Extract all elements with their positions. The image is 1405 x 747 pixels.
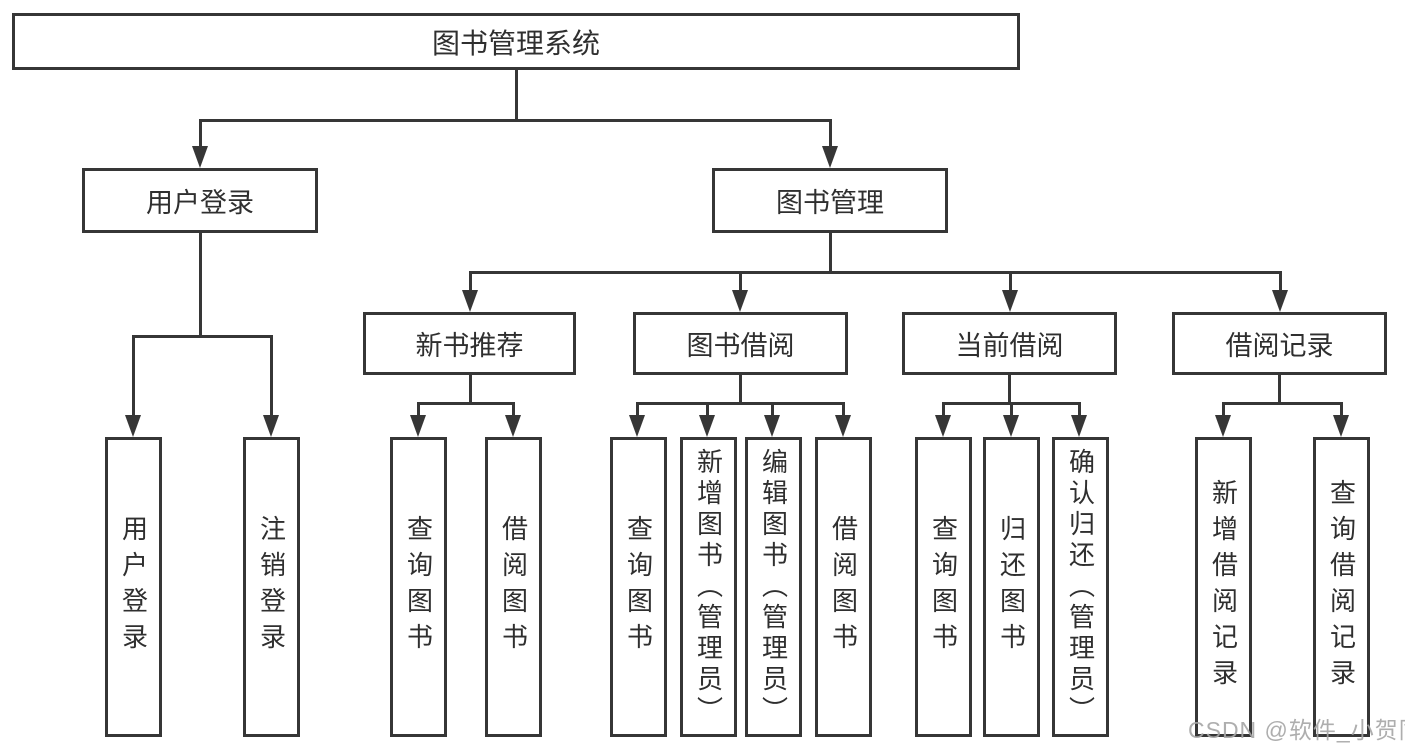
connector-line (270, 335, 273, 417)
connector-line (1340, 402, 1343, 417)
node-book-borrowing: 图书借阅 (633, 312, 848, 375)
node-add-books-admin: 新增图书（管理员） (680, 437, 737, 737)
connector-line (829, 232, 832, 274)
arrow-down-icon (263, 415, 279, 437)
node-edit-books-admin: 编辑图书（管理员） (745, 437, 802, 737)
node-confirm-return-admin: 确认归还（管理员） (1052, 437, 1109, 737)
node-user-login: 用户登录 (105, 437, 162, 737)
node-label: 查询图书 (623, 515, 654, 659)
node-query-books-borrowing: 查询图书 (610, 437, 667, 737)
node-borrow-books: 借阅图书 (815, 437, 872, 737)
node-label: 借阅图书 (498, 515, 529, 659)
connector-line (636, 402, 639, 417)
node-query-books-recommend: 查询图书 (390, 437, 447, 737)
arrow-down-icon (699, 415, 715, 437)
arrow-down-icon (764, 415, 780, 437)
arrow-down-icon (462, 290, 478, 312)
connector-line (706, 402, 709, 417)
node-label: 确认归还（管理员） (1065, 447, 1096, 727)
node-new-book-recommend: 新书推荐 (363, 312, 576, 375)
connector-line (469, 271, 472, 292)
node-label: 编辑图书（管理员） (758, 447, 789, 727)
node-label: 图书管理系统 (431, 27, 600, 59)
connector-line (132, 335, 135, 417)
node-label: 新书推荐 (415, 331, 524, 361)
arrow-down-icon (1215, 415, 1231, 437)
connector-line (199, 232, 202, 338)
node-label: 新增图书（管理员） (693, 447, 724, 727)
node-label: 新增借阅记录 (1208, 479, 1239, 695)
node-label: 注销登录 (256, 515, 287, 659)
node-add-borrow-record: 新增借阅记录 (1195, 437, 1252, 737)
connector-line (469, 375, 472, 405)
node-query-books-current: 查询图书 (915, 437, 972, 737)
node-label: 当前借阅 (955, 331, 1064, 361)
connector-line (739, 375, 742, 405)
arrow-down-icon (125, 415, 141, 437)
arrow-down-icon (1071, 415, 1087, 437)
arrow-down-icon (629, 415, 645, 437)
connector-line (132, 335, 273, 338)
node-library-management-system: 图书管理系统 (12, 13, 1020, 70)
csdn-watermark: CSDN @软件_小贺同学 (1188, 717, 1405, 743)
connector-line (1279, 271, 1282, 292)
node-query-borrow-record: 查询借阅记录 (1313, 437, 1370, 737)
node-label: 查询借阅记录 (1326, 479, 1357, 695)
connector-line (739, 271, 742, 292)
connector-line (469, 271, 1282, 274)
arrow-down-icon (822, 146, 838, 168)
node-label: 借阅图书 (828, 515, 859, 659)
connector-line (942, 402, 945, 417)
arrow-down-icon (732, 290, 748, 312)
arrow-down-icon (192, 146, 208, 168)
arrow-down-icon (935, 415, 951, 437)
node-label: 用户登录 (118, 515, 149, 659)
node-label: 查询图书 (928, 515, 959, 659)
arrow-down-icon (1002, 290, 1018, 312)
node-current-borrowing: 当前借阅 (902, 312, 1117, 375)
connector-line (199, 119, 832, 122)
node-label: 图书管理 (776, 188, 884, 218)
arrow-down-icon (1272, 290, 1288, 312)
connector-line (1010, 402, 1013, 417)
node-label: 图书借阅 (686, 331, 795, 361)
connector-line (515, 69, 518, 122)
connector-line (417, 402, 420, 417)
connector-line (771, 402, 774, 417)
arrow-down-icon (505, 415, 521, 437)
connector-line (1008, 375, 1011, 405)
arrow-down-icon (1333, 415, 1349, 437)
node-label: 查询图书 (403, 515, 434, 659)
connector-line (842, 402, 845, 417)
connector-line (1222, 402, 1343, 405)
node-return-books: 归还图书 (983, 437, 1040, 737)
node-label: 归还图书 (996, 515, 1027, 659)
arrow-down-icon (835, 415, 851, 437)
connector-line (199, 119, 202, 149)
node-logout: 注销登录 (243, 437, 300, 737)
node-book-management: 图书管理 (712, 168, 948, 233)
connector-line (417, 402, 515, 405)
node-borrowing-records: 借阅记录 (1172, 312, 1387, 375)
node-label: 借阅记录 (1225, 331, 1334, 361)
connector-line (1278, 375, 1281, 405)
connector-line (1009, 271, 1012, 292)
node-user-login-group: 用户登录 (82, 168, 318, 233)
arrow-down-icon (410, 415, 426, 437)
connector-line (512, 402, 515, 417)
arrow-down-icon (1003, 415, 1019, 437)
node-borrow-books-recommend: 借阅图书 (485, 437, 542, 737)
connector-line (1222, 402, 1225, 417)
connector-line (829, 119, 832, 149)
connector-line (636, 402, 845, 405)
node-label: 用户登录 (146, 188, 254, 218)
connector-line (1078, 402, 1081, 417)
